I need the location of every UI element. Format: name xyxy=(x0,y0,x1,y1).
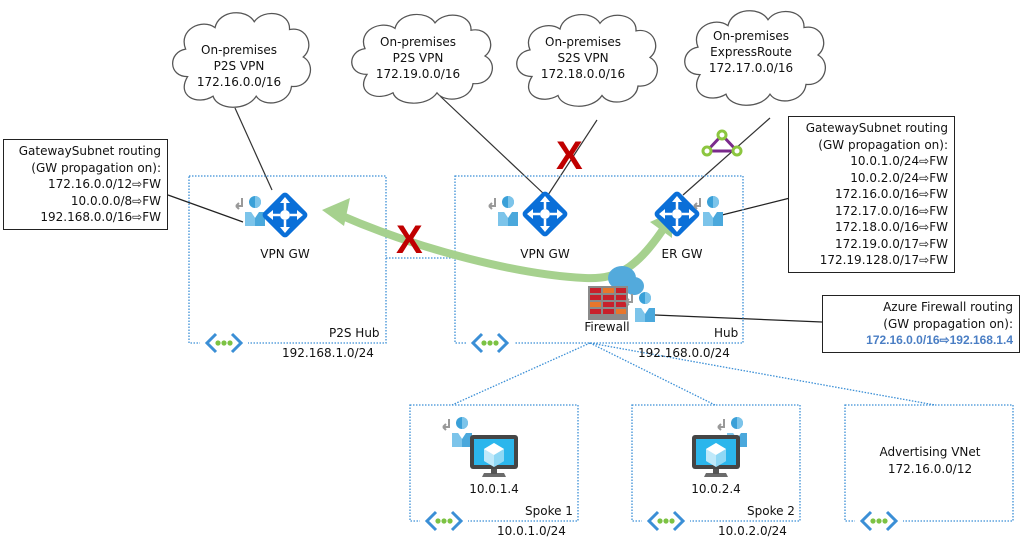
route-table-title: GatewaySubnet routing xyxy=(18,144,161,158)
route-entry: 172.19.0.0/17⇨FW xyxy=(834,236,948,251)
cloud-line: On-premises xyxy=(201,43,277,57)
link-p2s-cloud-to-p2s-gw xyxy=(234,107,273,191)
vm-icon[interactable] xyxy=(692,435,740,477)
route-table-subtitle: (GW propagation on): xyxy=(818,137,948,152)
peering-hub-spoke1 xyxy=(451,342,591,406)
route-entry: 10.0.1.0/24⇨FW xyxy=(850,154,948,168)
route-entry: 10.0.2.0/24⇨FW xyxy=(850,170,948,185)
cloud-line: On-premises xyxy=(545,35,621,49)
hub-cidr: 192.168.0.0/24 xyxy=(638,346,730,360)
cloud-line: ExpressRoute xyxy=(710,45,792,59)
vnet-icon xyxy=(420,510,468,534)
udr-icon xyxy=(625,291,656,323)
p2s-vpn-gateway-icon[interactable] xyxy=(259,189,311,241)
spoke2-cidr: 10.0.2.0/24 xyxy=(718,524,787,538)
hub-vpn-gateway-icon[interactable] xyxy=(519,188,571,240)
cloud-line: 172.17.0.0/16 xyxy=(708,61,794,75)
hub-name: Hub xyxy=(712,326,741,340)
spoke1-vm-ip: 10.0.1.4 xyxy=(469,482,519,496)
cloud-line: P2S VPN xyxy=(392,51,444,65)
route-entry: 172.17.0.0/16⇨FW xyxy=(834,203,948,218)
route-table-subtitle: (GW propagation on): xyxy=(883,316,1013,331)
vnet-icon xyxy=(466,332,514,356)
vnet-advertising-box xyxy=(844,404,1014,522)
link-p2s-route-table xyxy=(167,194,244,223)
spoke1-name: Spoke 1 xyxy=(523,504,575,518)
advertising-vnet-name: Advertising VNet xyxy=(879,445,981,459)
p2s-hub-cidr: 192.168.1.0/24 xyxy=(282,346,374,360)
vnet-hub-box xyxy=(454,175,744,344)
link-s2s-cloud-to-hub-vpn-gw xyxy=(547,119,598,196)
cloud-line: P2S VPN xyxy=(213,59,265,73)
cloud-line: 172.16.0.0/16 xyxy=(196,75,282,89)
p2s-gateway-subnet-route-table: GatewaySubnet routing (GW propagation on… xyxy=(3,139,168,230)
peering-hub-advertising xyxy=(589,342,936,406)
hub-vpn-gw-label: VPN GW xyxy=(520,247,570,261)
vnet-icon xyxy=(200,332,248,356)
cloud-line: 172.19.0.0/16 xyxy=(375,67,461,81)
arrow-head-to-p2s xyxy=(322,198,350,226)
route-table-title: GatewaySubnet routing xyxy=(805,121,948,135)
spoke2-name: Spoke 2 xyxy=(745,504,797,518)
udr-icon xyxy=(488,195,519,227)
firewall-label: Firewall xyxy=(584,320,630,334)
vnet-icon xyxy=(642,510,690,534)
vm-icon[interactable] xyxy=(470,435,518,477)
link-er-cloud-to-er-gw xyxy=(682,117,771,196)
cloud-p2s-vpn-a-label: On-premises P2S VPN 172.16.0.0/16 xyxy=(184,42,294,90)
route-entry: 172.16.0.0/12⇨FW xyxy=(47,177,161,191)
route-entry: 10.0.0.0/8⇨FW xyxy=(70,193,161,208)
route-table-title: Azure Firewall routing xyxy=(883,300,1013,314)
link-p2s-cloud-to-hub-vpn-gw xyxy=(439,95,546,196)
udr-icon xyxy=(442,416,473,448)
blocked-p2s-peering-mark: X xyxy=(396,218,423,262)
peering-hub-spoke2 xyxy=(589,342,716,406)
advertising-vnet-cidr: 172.16.0.0/12 xyxy=(887,462,973,476)
route-entry: 172.19.128.0/17⇨FW xyxy=(819,253,948,267)
route-entry: 192.168.0.0/16⇨FW xyxy=(40,210,161,224)
spoke2-vm-ip: 10.0.2.4 xyxy=(691,482,741,496)
vnet-p2s-hub-box xyxy=(188,175,387,344)
p2s-vpn-gw-label: VPN GW xyxy=(260,247,310,261)
blocked-s2s-mark: X xyxy=(556,134,583,178)
spoke1-cidr: 10.0.1.0/24 xyxy=(497,524,566,538)
link-hub-route-table xyxy=(721,197,791,216)
expressroute-circuit-icon xyxy=(701,129,743,157)
link-fw-route-table xyxy=(654,314,823,323)
cloud-s2s-vpn-label: On-premises S2S VPN 172.18.0.0/16 xyxy=(528,34,638,82)
cloud-p2s-vpn-b-label: On-premises P2S VPN 172.19.0.0/16 xyxy=(363,34,473,82)
vnet-icon xyxy=(855,510,903,534)
cloud-line: On-premises xyxy=(380,35,456,49)
cloud-line: S2S VPN xyxy=(557,51,609,65)
cloud-line: On-premises xyxy=(713,29,789,43)
route-entry: 172.18.0.0/16⇨FW xyxy=(834,220,948,234)
advertising-vnet-label: Advertising VNet 172.16.0.0/12 xyxy=(870,444,990,478)
cloud-expressroute-label: On-premises ExpressRoute 172.17.0.0/16 xyxy=(696,28,806,76)
traffic-flow-arrow xyxy=(336,211,672,283)
hub-gateway-subnet-route-table: GatewaySubnet routing (GW propagation on… xyxy=(788,116,955,273)
p2s-hub-name: P2S Hub xyxy=(327,326,382,340)
route-entry: 172.16.0.0/16⇨FW xyxy=(834,187,948,201)
route-entry-highlighted: 172.16.0.0/16⇨192.168.1.4 xyxy=(866,333,1013,347)
cloud-line: 172.18.0.0/16 xyxy=(540,67,626,81)
vnet-spoke1-box xyxy=(409,404,579,522)
azure-firewall-route-table: Azure Firewall routing (GW propagation o… xyxy=(822,295,1020,353)
vnet-spoke2-box xyxy=(631,404,801,522)
er-gw-label: ER GW xyxy=(661,247,703,261)
route-table-subtitle: (GW propagation on): xyxy=(31,160,161,175)
udr-icon xyxy=(693,195,724,227)
